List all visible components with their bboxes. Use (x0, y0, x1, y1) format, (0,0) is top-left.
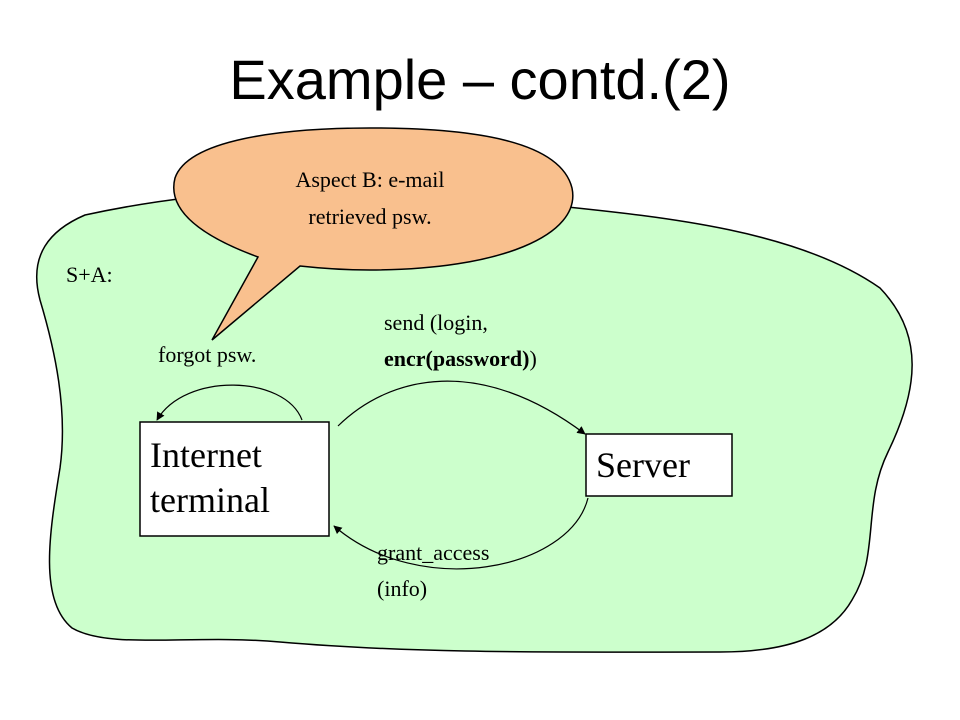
slide-title: Example – contd.(2) (229, 48, 731, 111)
server-label: Server (596, 445, 690, 485)
callout-bubble (173, 127, 574, 341)
internet-terminal-node (139, 421, 330, 537)
self-loop-label: forgot psw. (158, 342, 256, 367)
callout-text-line1: Aspect B: e-mail (295, 167, 444, 192)
server-node (585, 433, 733, 497)
send-label: send (login, (384, 310, 488, 335)
send-label-line1: send (login, (384, 310, 488, 335)
internet-terminal-label-line2: terminal (150, 480, 270, 520)
send-label-bold: encr(password) (384, 346, 529, 371)
grant-label-line1: grant_access (377, 540, 489, 565)
grant-label-line2: (info) (377, 576, 427, 601)
internet-terminal-label-line1: Internet (150, 435, 262, 475)
grant-arrow (333, 497, 589, 570)
send-label-tail: ) (529, 346, 536, 371)
grant-label: grant_access (377, 540, 489, 565)
region-label: S+A: (66, 262, 113, 287)
send-label-line2: encr(password)) (384, 346, 537, 371)
self-loop-arrow (156, 384, 303, 421)
send-arrow (337, 380, 586, 435)
callout-text-line2: retrieved psw. (308, 204, 431, 229)
